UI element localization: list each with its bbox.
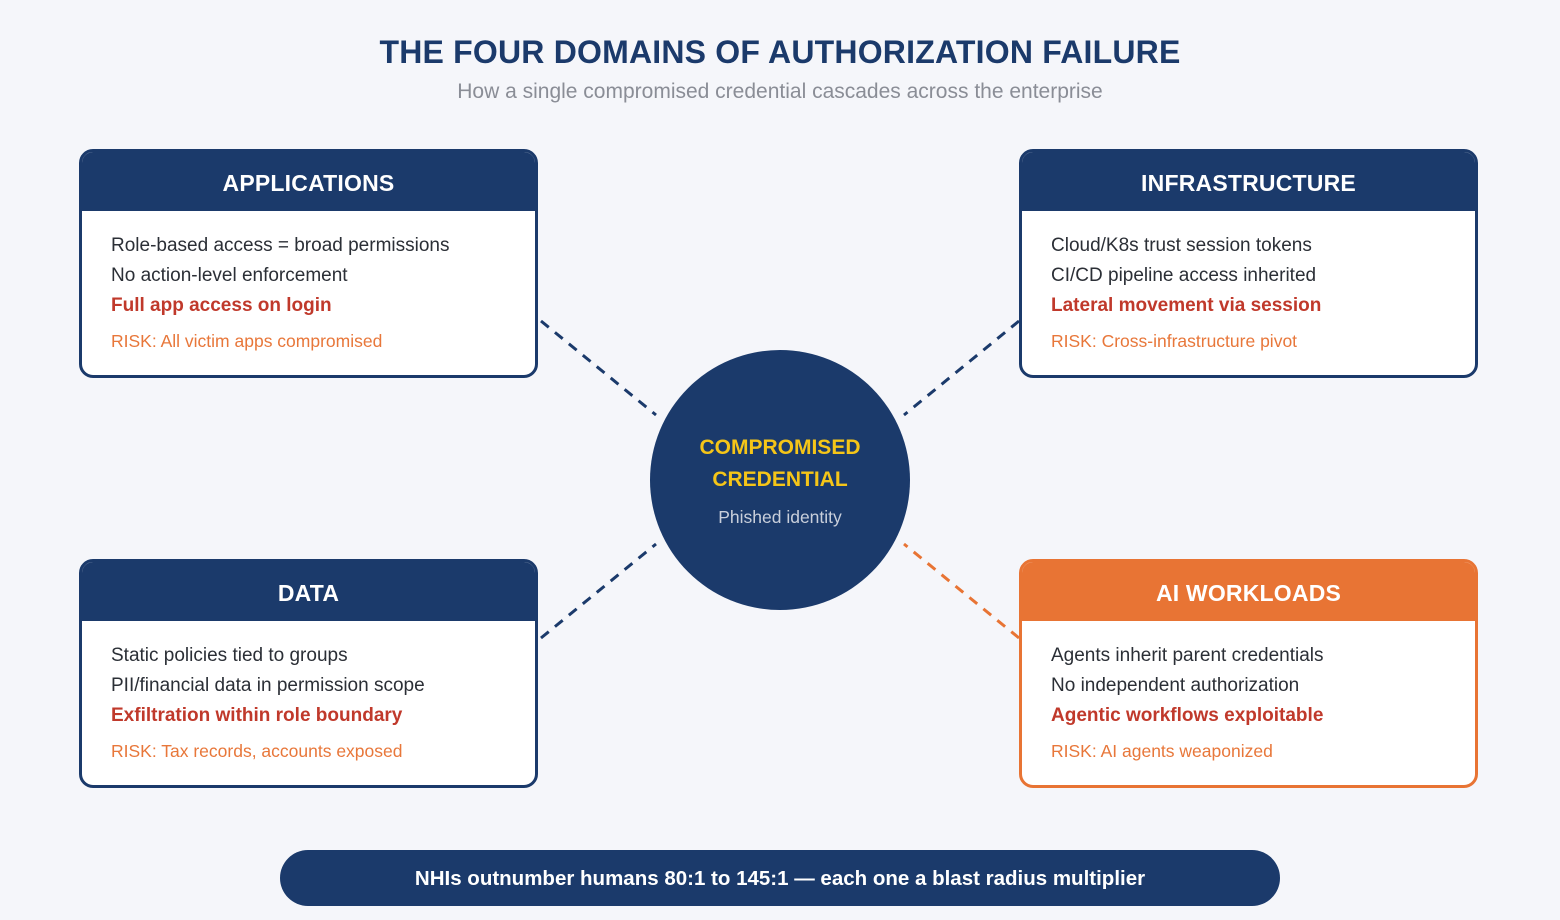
domain-point: Static policies tied to groups (111, 645, 348, 666)
domain-card-applications: APPLICATIONS Role-based access = broad p… (79, 149, 538, 378)
domain-point: PII/financial data in permission scope (111, 675, 425, 696)
connector-ai-workloads (903, 542, 1020, 640)
domain-title: INFRASTRUCTURE (1022, 152, 1475, 211)
domain-impact: Agentic workflows exploitable (1051, 705, 1324, 726)
domain-risk: RISK: AI agents weaponized (1051, 741, 1273, 761)
footer-banner: NHIs outnumber humans 80:1 to 145:1 — ea… (280, 850, 1280, 906)
domain-point: CI/CD pipeline access inherited (1051, 265, 1317, 286)
domain-point: Cloud/K8s trust session tokens (1051, 235, 1312, 256)
connector-applications (540, 319, 657, 417)
domain-title: AI WORKLOADS (1022, 562, 1475, 621)
domain-impact: Exfiltration within role boundary (111, 705, 403, 726)
connector-data (540, 542, 657, 640)
domain-point: No action-level enforcement (111, 265, 348, 286)
domain-point: Agents inherit parent credentials (1051, 645, 1324, 666)
domain-risk: RISK: All victim apps compromised (111, 331, 383, 351)
connector-infrastructure (903, 319, 1020, 417)
page-title: THE FOUR DOMAINS OF AUTHORIZATION FAILUR… (379, 34, 1181, 70)
domain-point: Role-based access = broad permissions (111, 235, 450, 256)
domain-card-infrastructure: INFRASTRUCTURE Cloud/K8s trust session t… (1019, 149, 1478, 378)
domain-point: No independent authorization (1051, 675, 1300, 696)
domain-title: DATA (82, 562, 535, 621)
center-title-line: COMPROMISED (699, 436, 861, 459)
domain-card-data: DATA Static policies tied to groups PII/… (79, 559, 538, 788)
center-title-line: CREDENTIAL (712, 468, 848, 491)
page-subtitle: How a single compromised credential casc… (457, 80, 1103, 103)
domain-risk: RISK: Cross-infrastructure pivot (1051, 331, 1298, 351)
compromised-credential-node: COMPROMISED CREDENTIAL Phished identity (650, 350, 910, 610)
domain-risk: RISK: Tax records, accounts exposed (111, 741, 403, 761)
center-title: COMPROMISED CREDENTIAL (650, 432, 910, 496)
domain-card-ai-workloads: AI WORKLOADS Agents inherit parent crede… (1019, 559, 1478, 788)
center-subtitle: Phished identity (718, 507, 842, 527)
domain-impact: Full app access on login (111, 295, 332, 316)
domain-impact: Lateral movement via session (1051, 295, 1322, 316)
domain-title: APPLICATIONS (82, 152, 535, 211)
